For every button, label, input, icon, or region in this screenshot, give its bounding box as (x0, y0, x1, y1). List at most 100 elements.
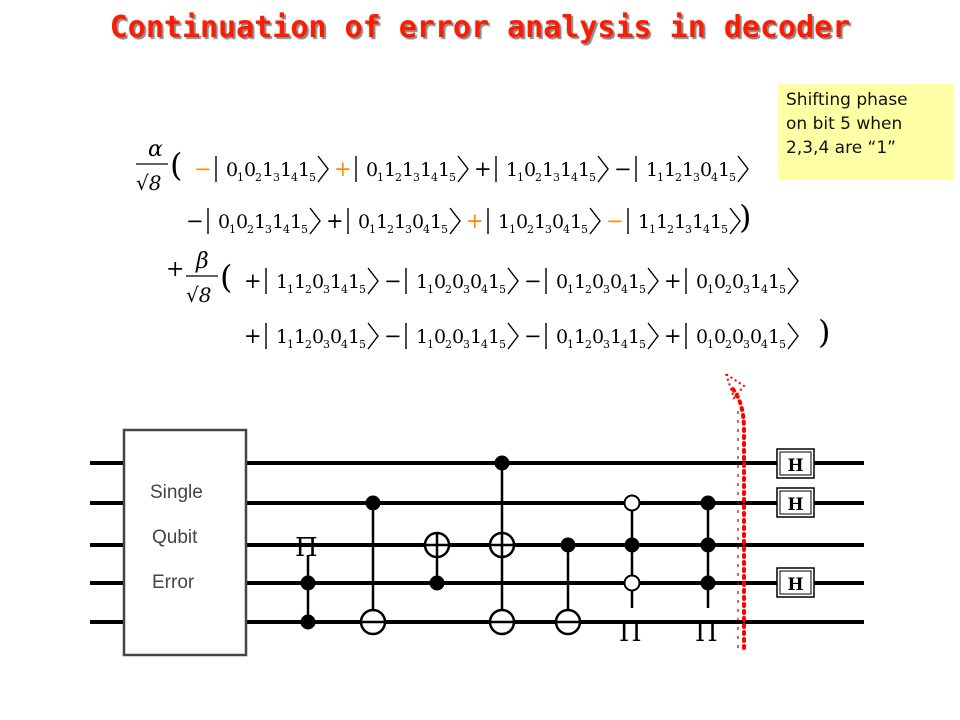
ket-sign: − (614, 157, 632, 181)
close-paren-1: ) (739, 198, 751, 236)
ket-digit: 1 (498, 211, 510, 233)
ket-subscript: 5 (581, 223, 588, 236)
hadamard-label-1: H (787, 456, 803, 476)
ket-subscript: 3 (413, 171, 420, 184)
controlled-phase-gate-7: Π (695, 495, 718, 648)
ket-angle (737, 155, 749, 183)
control-dot (700, 537, 716, 553)
ket-subscript: 3 (273, 171, 280, 184)
single-qubit-error-box (122, 428, 248, 657)
ket-subscript: 2 (527, 223, 534, 236)
error-box-line-1: Single (150, 482, 203, 503)
ket-subscript: 1 (377, 171, 384, 184)
ket-digit: 1 (394, 211, 406, 233)
ket-subscript: 2 (395, 171, 402, 184)
control-dot (624, 537, 640, 553)
ket-digit: 1 (272, 211, 284, 233)
ket-subscript: 4 (703, 223, 710, 236)
ket-subscript: 5 (639, 283, 646, 296)
ket-sign: + (664, 269, 682, 293)
ket-subscript: 2 (725, 338, 732, 351)
red-dotted-arrow (724, 371, 746, 650)
controlled-phase-gate-6: Π (619, 494, 642, 648)
ket-sign: + (664, 324, 682, 348)
ket-digit: 1 (384, 159, 396, 181)
ket-digit: 0 (732, 271, 744, 293)
ket-digit: 1 (674, 211, 686, 233)
ket-digit: 1 (570, 211, 582, 233)
hadamard-gate-wire-1: H (776, 448, 815, 479)
ket-subscript: 4 (571, 171, 578, 184)
ket-digit: 0 (226, 159, 238, 181)
ket-subscript: 2 (535, 171, 542, 184)
hadamard-gate-wire-2: H (776, 487, 815, 518)
ket-sign: + (474, 157, 492, 181)
ket-angle (597, 155, 609, 183)
sqrt8-symbol-beta: √8 (186, 283, 211, 307)
ket-digit: 1 (560, 159, 572, 181)
phase-pi-label-3: Π (695, 618, 718, 648)
ket-angle (589, 207, 601, 235)
ket-subscript: 5 (779, 338, 786, 351)
ket-sign: + (244, 324, 262, 348)
ket-subscript: 2 (305, 338, 312, 351)
ket-angle (367, 322, 379, 350)
ket-digit: 1 (542, 159, 554, 181)
ket-subscript: 4 (761, 338, 768, 351)
ket-angle (507, 267, 519, 295)
ket-subscript: 3 (743, 338, 750, 351)
ket-subscript: 1 (427, 338, 434, 351)
ket-digit: 0 (412, 211, 424, 233)
ket-digit: 0 (452, 326, 464, 348)
ket-digit: 0 (524, 159, 536, 181)
ket-digit: 0 (732, 326, 744, 348)
ket-digit: 1 (574, 326, 586, 348)
ket-digit: 0 (330, 326, 342, 348)
ket-subscript: 1 (707, 283, 714, 296)
ket-subscript: 4 (711, 171, 718, 184)
sqrt8-symbol-alpha: √8 (136, 171, 161, 195)
ket-digit: 1 (330, 271, 342, 293)
ket-subscript: 1 (707, 338, 714, 351)
ket-subscript: 5 (639, 338, 646, 351)
ket-subscript: 1 (287, 338, 294, 351)
hadamard-label-2: H (787, 495, 803, 515)
control-dot (700, 495, 716, 511)
ket-subscript: 5 (779, 283, 786, 296)
note-line-1: Shifting phase (786, 90, 908, 110)
ket-digit: 1 (656, 211, 668, 233)
ket-digit: 0 (714, 326, 726, 348)
ket-digit: 1 (402, 159, 414, 181)
ket-digit: 1 (262, 159, 274, 181)
ket-subscript: 1 (229, 223, 236, 236)
ket-digit: 0 (366, 159, 378, 181)
ket-sign: − (186, 209, 204, 233)
ket-subscript: 3 (743, 283, 750, 296)
ket-digit: 1 (430, 211, 442, 233)
cnot-gate-2-5 (359, 495, 387, 636)
ket-digit: 1 (682, 159, 694, 181)
ket-subscript: 3 (693, 171, 700, 184)
ket-subscript: 2 (247, 223, 254, 236)
ket-digit: 1 (578, 159, 590, 181)
ket-subscript: 1 (287, 283, 294, 296)
ket-digit: 0 (552, 211, 564, 233)
ket-subscript: 4 (341, 283, 348, 296)
ket-digit: 1 (710, 211, 722, 233)
ket-sign: + (244, 269, 262, 293)
ket-subscript: 5 (729, 171, 736, 184)
slide-title: Continuation of error analysis in decode… (109, 10, 851, 45)
ket-digit: 1 (610, 326, 622, 348)
ket-digit: 1 (470, 326, 482, 348)
ket-angle (787, 322, 799, 350)
ket-angle (309, 207, 321, 235)
ket-angle (449, 207, 461, 235)
ket-subscript: 3 (553, 171, 560, 184)
control-dot (365, 495, 381, 511)
ket-subscript: 4 (341, 338, 348, 351)
control-dot (300, 575, 316, 591)
ket-subscript: 4 (423, 223, 430, 236)
ket-angle (367, 267, 379, 295)
note-line-3: 2,3,4 are “1” (786, 138, 896, 158)
